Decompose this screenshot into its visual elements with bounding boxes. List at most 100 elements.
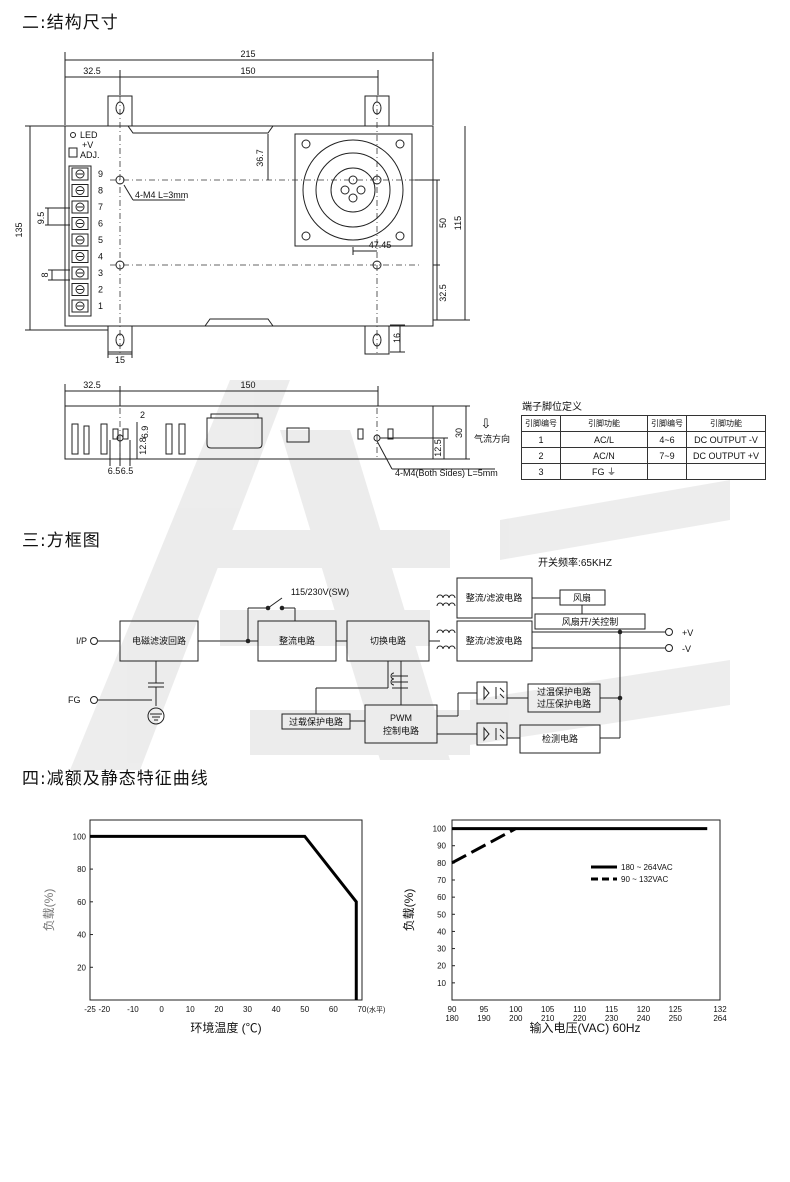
pin-cell: AC/L (560, 431, 648, 448)
pin-cell (686, 463, 766, 480)
terminal-number: 9 (98, 169, 103, 179)
dim-135: 135 (14, 222, 24, 237)
x-tick-label: 10 (186, 1005, 195, 1014)
plot-frame (89, 819, 363, 1001)
block-diagram: 开关频率:65KHZ I/P FG 115/230V(SW) 电磁滤波回路 整流… (68, 556, 693, 754)
pin-cell: 1 (521, 431, 561, 448)
otp-block: 过温保护电路 (537, 686, 591, 697)
input-label: I/P (76, 636, 87, 646)
dim-9-5: 9.5 (36, 212, 46, 225)
x-tick-label: 0 (159, 1005, 164, 1014)
x-tick-label: 132 (713, 1005, 727, 1014)
x-tick-label: 50 (300, 1005, 309, 1014)
screw-note-top: 4-M4 L=3mm (135, 190, 188, 200)
x-tick-label-secondary: 220 (573, 1014, 587, 1023)
y-tick-label: 10 (437, 979, 446, 988)
table-row: 3 FG ⏚ (521, 463, 766, 480)
side-dim-30: 30 (454, 428, 464, 438)
fan-block: 风扇 (573, 592, 591, 603)
dim-36-7: 36.7 (255, 149, 265, 167)
terminal-screw-head (75, 202, 85, 212)
terminal-screw-head (75, 301, 85, 311)
x-tick-label: 105 (541, 1005, 555, 1014)
rectifier-block: 整流电路 (279, 635, 315, 646)
x-tick-label: 60 (329, 1005, 338, 1014)
y-tick-label: 80 (77, 865, 86, 874)
pin-definition-table: 引脚编号 引脚功能 引脚编号 引脚功能 1 AC/L 4~6 DC OUTPUT… (521, 415, 766, 480)
pin-cell: FG ⏚ (560, 463, 648, 480)
terminal-screw-head (75, 219, 85, 228)
y-axis-label: 负载(%) (402, 889, 416, 932)
side-dim-12-5: 12.5 (433, 439, 443, 457)
terminal-screw (71, 184, 89, 197)
x-tick-label: 70 (358, 1005, 367, 1014)
x-tick-label: 125 (669, 1005, 683, 1014)
section-title-derating: 四:减额及静态特征曲线 (22, 769, 209, 789)
terminal-screw-head (75, 268, 85, 278)
x-tick-label-secondary: 200 (509, 1014, 523, 1023)
terminal-number: 5 (98, 235, 103, 245)
legend-label: 180 ~ 264VAC (621, 863, 673, 872)
adj-label: ADJ. (80, 150, 100, 160)
x-tick-label-secondary: 250 (669, 1014, 683, 1023)
x-tick-label: -20 (99, 1005, 111, 1014)
plus-v-label: +V (82, 140, 93, 150)
terminal-number: 8 (98, 186, 103, 196)
terminal-screw (71, 233, 89, 247)
terminal-screw (71, 200, 89, 214)
terminal-number: 3 (98, 268, 103, 278)
dim-115: 115 (453, 216, 463, 230)
x-tick-label-secondary: 264 (713, 1014, 727, 1023)
terminal-number: 7 (98, 202, 103, 212)
series-line (451, 827, 517, 865)
dim-215: 215 (240, 49, 255, 59)
series-line (90, 834, 358, 1000)
x-tick-label-secondary: 240 (637, 1014, 651, 1023)
terminal-screw (71, 217, 89, 230)
airflow-label: 气流方向 (474, 433, 510, 444)
airflow-arrow-icon: ⇩ (481, 416, 492, 431)
y-tick-label: 70 (437, 876, 446, 885)
pin-cell (647, 463, 687, 480)
terminal-screw-head (75, 252, 85, 261)
x-tick-label: 30 (243, 1005, 252, 1014)
terminal-screw-head (75, 235, 85, 245)
y-axis-label: 负载(%) (42, 889, 56, 932)
table-row: 2 AC/N 7~9 DC OUTPUT +V (521, 447, 766, 464)
pin-cell: 7~9 (647, 447, 687, 464)
y-tick-label: 20 (77, 963, 86, 972)
fg-label: FG (68, 695, 81, 705)
y-tick-label: 40 (437, 927, 446, 936)
side-dim-32-5: 32.5 (83, 380, 101, 390)
x-unit-note: (水平) (367, 1005, 386, 1014)
pin-cell: 3 (521, 463, 561, 480)
dim-50: 50 (438, 218, 448, 228)
table-row: 1 AC/L 4~6 DC OUTPUT -V (521, 431, 766, 448)
dim-150: 150 (240, 66, 255, 76)
terminal-screw (71, 283, 89, 296)
side-dim-6-5b: 6.5 (121, 466, 134, 476)
pin-cell: DC OUTPUT -V (686, 431, 766, 448)
dim-32-5: 32.5 (83, 66, 101, 76)
x-tick-label: 95 (479, 1005, 488, 1014)
pin-table-title: 端子脚位定义 (522, 402, 582, 413)
output-positive-label: +V (682, 628, 693, 638)
y-tick-label: 50 (437, 910, 446, 919)
y-tick-label: 80 (437, 859, 446, 868)
pin-cell: DC OUTPUT +V (686, 447, 766, 464)
terminal-number: 2 (98, 285, 103, 295)
x-tick-label: 20 (214, 1005, 223, 1014)
derating-voltage-chart: 1020304050607080901009018095190100200105… (402, 819, 727, 1035)
y-tick-label: 40 (77, 931, 86, 940)
side-dim-2: 2 (140, 410, 145, 420)
y-tick-label: 90 (437, 842, 446, 851)
side-view-drawing: 32.5 150 2 6.9 12.8 6.5 6.5 12.5 30 ⇩ 气流… (64, 380, 510, 478)
pwm-control-label: 控制电路 (383, 725, 419, 736)
fan-rectifier-block: 整流/滤波电路 (466, 592, 523, 603)
pin-cell: AC/N (560, 447, 648, 464)
dim-32-5b: 32.5 (438, 284, 448, 302)
plot-frame (451, 819, 721, 1001)
x-tick-label: -10 (127, 1005, 139, 1014)
switching-frequency: 开关频率:65KHZ (538, 556, 612, 569)
